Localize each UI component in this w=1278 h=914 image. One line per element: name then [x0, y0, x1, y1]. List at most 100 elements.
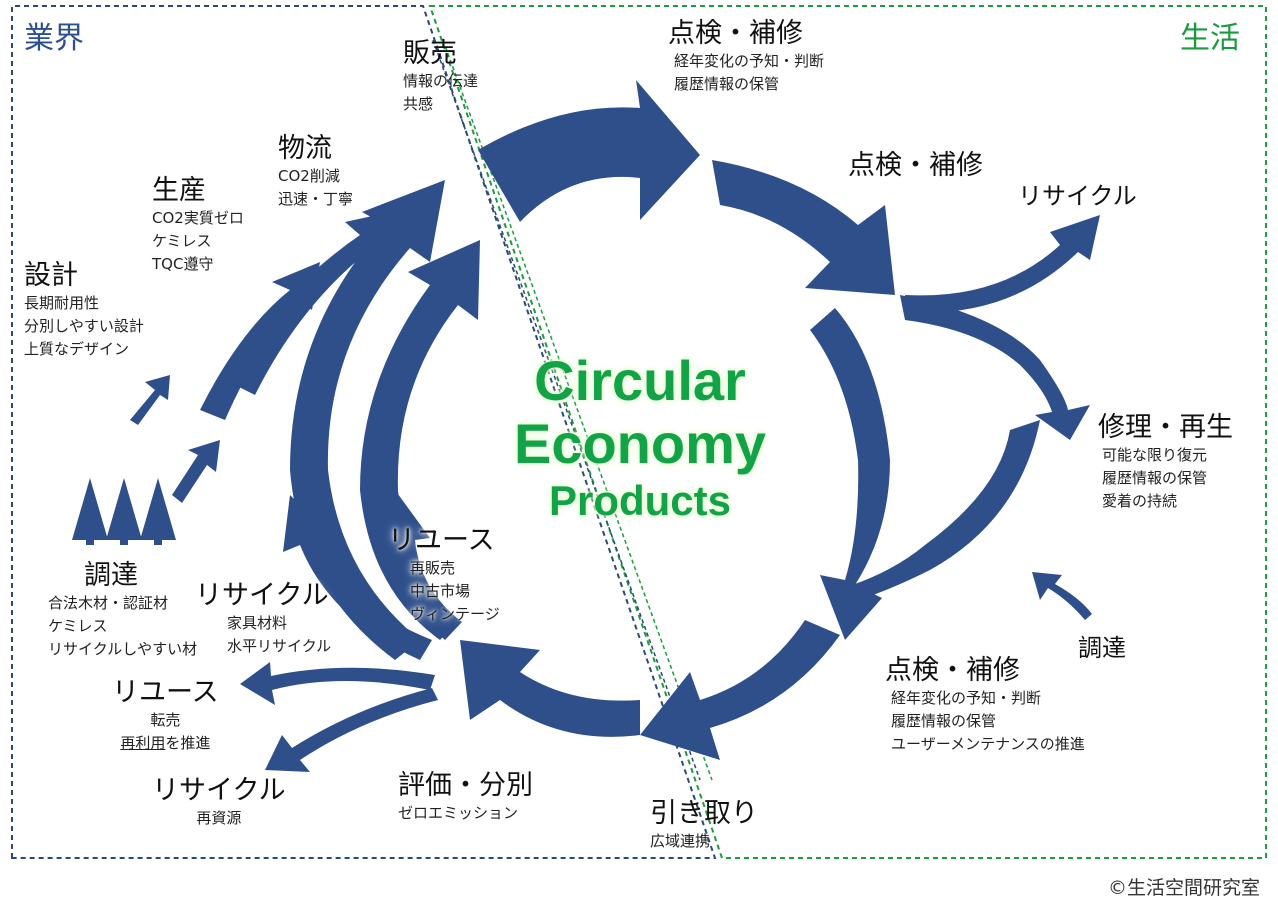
arrow-sales-to-inspect — [478, 80, 700, 222]
arrow-design — [130, 375, 170, 425]
stage-title: 評価・分別 — [398, 770, 533, 801]
zone-borders — [11, 5, 1267, 859]
arrow-procure-right — [1032, 572, 1092, 620]
trees — [72, 478, 176, 545]
divider-line-green — [442, 39, 713, 781]
stage-inspect-bottom: 点検・補修 経年変化の予知・判断 履歴情報の保管 ユーザーメンテナンスの推進 — [885, 655, 1085, 756]
stage-items: 情報の伝達 共感 — [403, 70, 478, 116]
copyright-notice: ©生活空間研究室 — [1107, 877, 1260, 899]
arrow-production — [200, 262, 320, 420]
stage-title: 点検・補修 — [668, 18, 803, 49]
stage-item: 経年変化の予知・判断 — [674, 52, 825, 70]
stage-evaluate: 評価・分別 ゼロエミッション — [398, 770, 533, 825]
stage-item: ユーザーメンテナンスの推進 — [891, 735, 1085, 753]
stage-recycle-inner: リサイクル 家具材料 水平リサイクル — [195, 580, 331, 658]
stage-items: 経年変化の予知・判断 履歴情報の保管 — [668, 50, 824, 96]
stage-item: 再資源 — [196, 809, 242, 827]
stage-item: 履歴情報の保管 — [1102, 469, 1208, 487]
arrow-repair-return — [852, 420, 1040, 600]
stage-item: 分別しやすい設計 — [24, 317, 144, 335]
stage-procure-right-title: 調達 — [1078, 634, 1126, 662]
stage-item: 家具材料 — [227, 614, 288, 632]
stage-items: 家具材料 水平リサイクル — [195, 612, 331, 658]
stage-items: 転売 再利用を推進 — [112, 709, 219, 755]
arrow-reuse-inner — [378, 490, 462, 640]
stage-item: 履歴情報の保管 — [674, 75, 780, 93]
stage-reuse-left: リユース 転売 再利用を推進 — [112, 677, 219, 755]
stage-item: TQC遵守 — [152, 255, 214, 273]
stage-recycle-right-title: リサイクル — [1018, 182, 1137, 210]
stage-item: ゼロエミッション — [398, 804, 519, 822]
stage-item: 中古市場 — [410, 582, 471, 600]
stage-item: CO2実質ゼロ — [152, 209, 244, 227]
stage-title: 物流 — [278, 133, 332, 164]
stage-item: 履歴情報の保管 — [891, 712, 997, 730]
stage-title: 生産 — [152, 175, 206, 206]
stage-title: リサイクル — [152, 775, 286, 806]
stage-takeback: 引き取り 広域連携 — [650, 798, 758, 853]
center-title-line3: Products — [548, 477, 732, 524]
stage-item: 情報の伝達 — [403, 72, 479, 90]
stage-items: 再資源 — [152, 807, 286, 830]
arrow-repair-loop — [900, 295, 1090, 440]
stage-item: 再販売 — [410, 559, 456, 577]
stage-item: 広域連携 — [650, 832, 711, 850]
stage-item: CO2削減 — [278, 167, 340, 185]
industry-zone-label: 業界 — [24, 21, 84, 56]
cycle-arrows — [130, 80, 1100, 772]
stage-title: リサイクル — [195, 580, 329, 611]
tree-icon — [72, 478, 108, 545]
stage-item: ヴィンテージ — [410, 605, 500, 623]
stage-logistics: 物流 CO2削減 迅速・丁寧 — [278, 133, 353, 211]
industry-zone-border — [11, 5, 717, 859]
stage-item: 合法木材・認証材 — [48, 594, 169, 612]
stage-reuse-inner: リユース 再販売 中古市場 ヴィンテージ — [388, 525, 500, 626]
stage-inspect-mid-title: 点検・補修 — [848, 150, 983, 181]
stage-title: リユース — [388, 525, 495, 556]
arrow-right-side — [810, 308, 890, 640]
stage-item: 転売 — [150, 711, 181, 729]
stage-items: 再販売 中古市場 ヴィンテージ — [388, 557, 500, 626]
stage-items: 経年変化の予知・判断 履歴情報の保管 ユーザーメンテナンスの推進 — [885, 687, 1085, 756]
arrow-lower-right — [640, 620, 840, 760]
stage-item: 共感 — [403, 95, 434, 113]
center-title: Circular Economy Products — [470, 350, 810, 526]
arrow-bottom — [460, 640, 640, 737]
stage-design: 設計 長期耐用性 分別しやすい設計 上質なデザイン — [24, 260, 144, 361]
stage-items: ゼロエミッション — [398, 802, 533, 825]
stage-title: 引き取り — [650, 798, 758, 829]
tree-icon — [106, 478, 142, 545]
stage-sales: 販売 情報の伝達 共感 — [403, 38, 478, 116]
life-zone-border — [428, 5, 1267, 859]
stage-item: ケミレス — [152, 232, 212, 250]
stage-item: 長期耐用性 — [24, 294, 100, 312]
stage-item: 可能な限り復元 — [1102, 446, 1208, 464]
stage-items: 可能な限り復元 履歴情報の保管 愛着の持続 — [1098, 444, 1233, 513]
stage-production: 生産 CO2実質ゼロ ケミレス TQC遵守 — [152, 175, 244, 276]
life-zone-label: 生活 — [1180, 21, 1240, 56]
arrow-recycle-right — [905, 215, 1100, 313]
stage-item: 水平リサイクル — [227, 637, 332, 655]
arrow-inspect-top — [712, 160, 895, 295]
stage-items: 広域連携 — [650, 830, 758, 853]
center-title-line2: Economy — [513, 412, 767, 475]
stage-procure-left: 調達 合法木材・認証材 ケミレス リサイクルしやすい材 — [48, 560, 197, 661]
stage-repair: 修理・再生 可能な限り復元 履歴情報の保管 愛着の持続 — [1098, 412, 1233, 513]
divider-line-blue — [432, 39, 701, 781]
stage-item: 上質なデザイン — [24, 340, 130, 358]
arrow-recycle-inner — [283, 495, 432, 660]
stage-item: 経年変化の予知・判断 — [891, 689, 1042, 707]
stage-item: リサイクルしやすい材 — [48, 640, 198, 658]
arrow-reuse-out — [240, 662, 435, 705]
stage-note-underlined: 再利用 — [120, 734, 166, 752]
arrow-outer-left-up — [290, 180, 445, 660]
stage-title: 設計 — [24, 260, 78, 291]
stage-items: 合法木材・認証材 ケミレス リサイクルしやすい材 — [48, 592, 197, 661]
stage-item: 愛着の持続 — [1102, 492, 1178, 510]
tree-icon — [140, 478, 176, 545]
stage-title: リユース — [112, 677, 219, 708]
stage-note: 再利用を推進 — [112, 732, 219, 755]
center-title-line1: Circular — [534, 349, 746, 412]
stage-item: ケミレス — [48, 617, 108, 635]
